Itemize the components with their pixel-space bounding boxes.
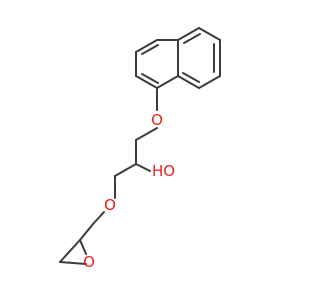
bond	[135, 163, 151, 172]
bond	[59, 239, 81, 263]
bond	[135, 75, 158, 89]
double-bond-inner	[182, 72, 200, 83]
double-bond-inner	[183, 33, 201, 44]
bond	[198, 27, 221, 41]
bond	[177, 75, 200, 89]
atom-oxygen-ether-mid: O	[104, 196, 116, 214]
bond	[92, 211, 105, 225]
bond	[135, 127, 158, 141]
atom-oxygen-epoxide: O	[83, 253, 95, 271]
bond	[198, 75, 221, 89]
double-bond-inner	[141, 44, 159, 55]
bond	[135, 39, 158, 53]
double-bond-inner	[141, 73, 159, 84]
bond	[114, 163, 137, 177]
bond	[79, 239, 87, 255]
bond	[177, 27, 200, 41]
molecule-structure: O HO O O	[59, 27, 221, 271]
bond	[59, 261, 87, 265]
bond	[79, 223, 94, 241]
atom-hydroxyl: HO	[152, 162, 175, 180]
bond	[156, 75, 179, 89]
atom-oxygen-ether-top: O	[151, 111, 163, 129]
